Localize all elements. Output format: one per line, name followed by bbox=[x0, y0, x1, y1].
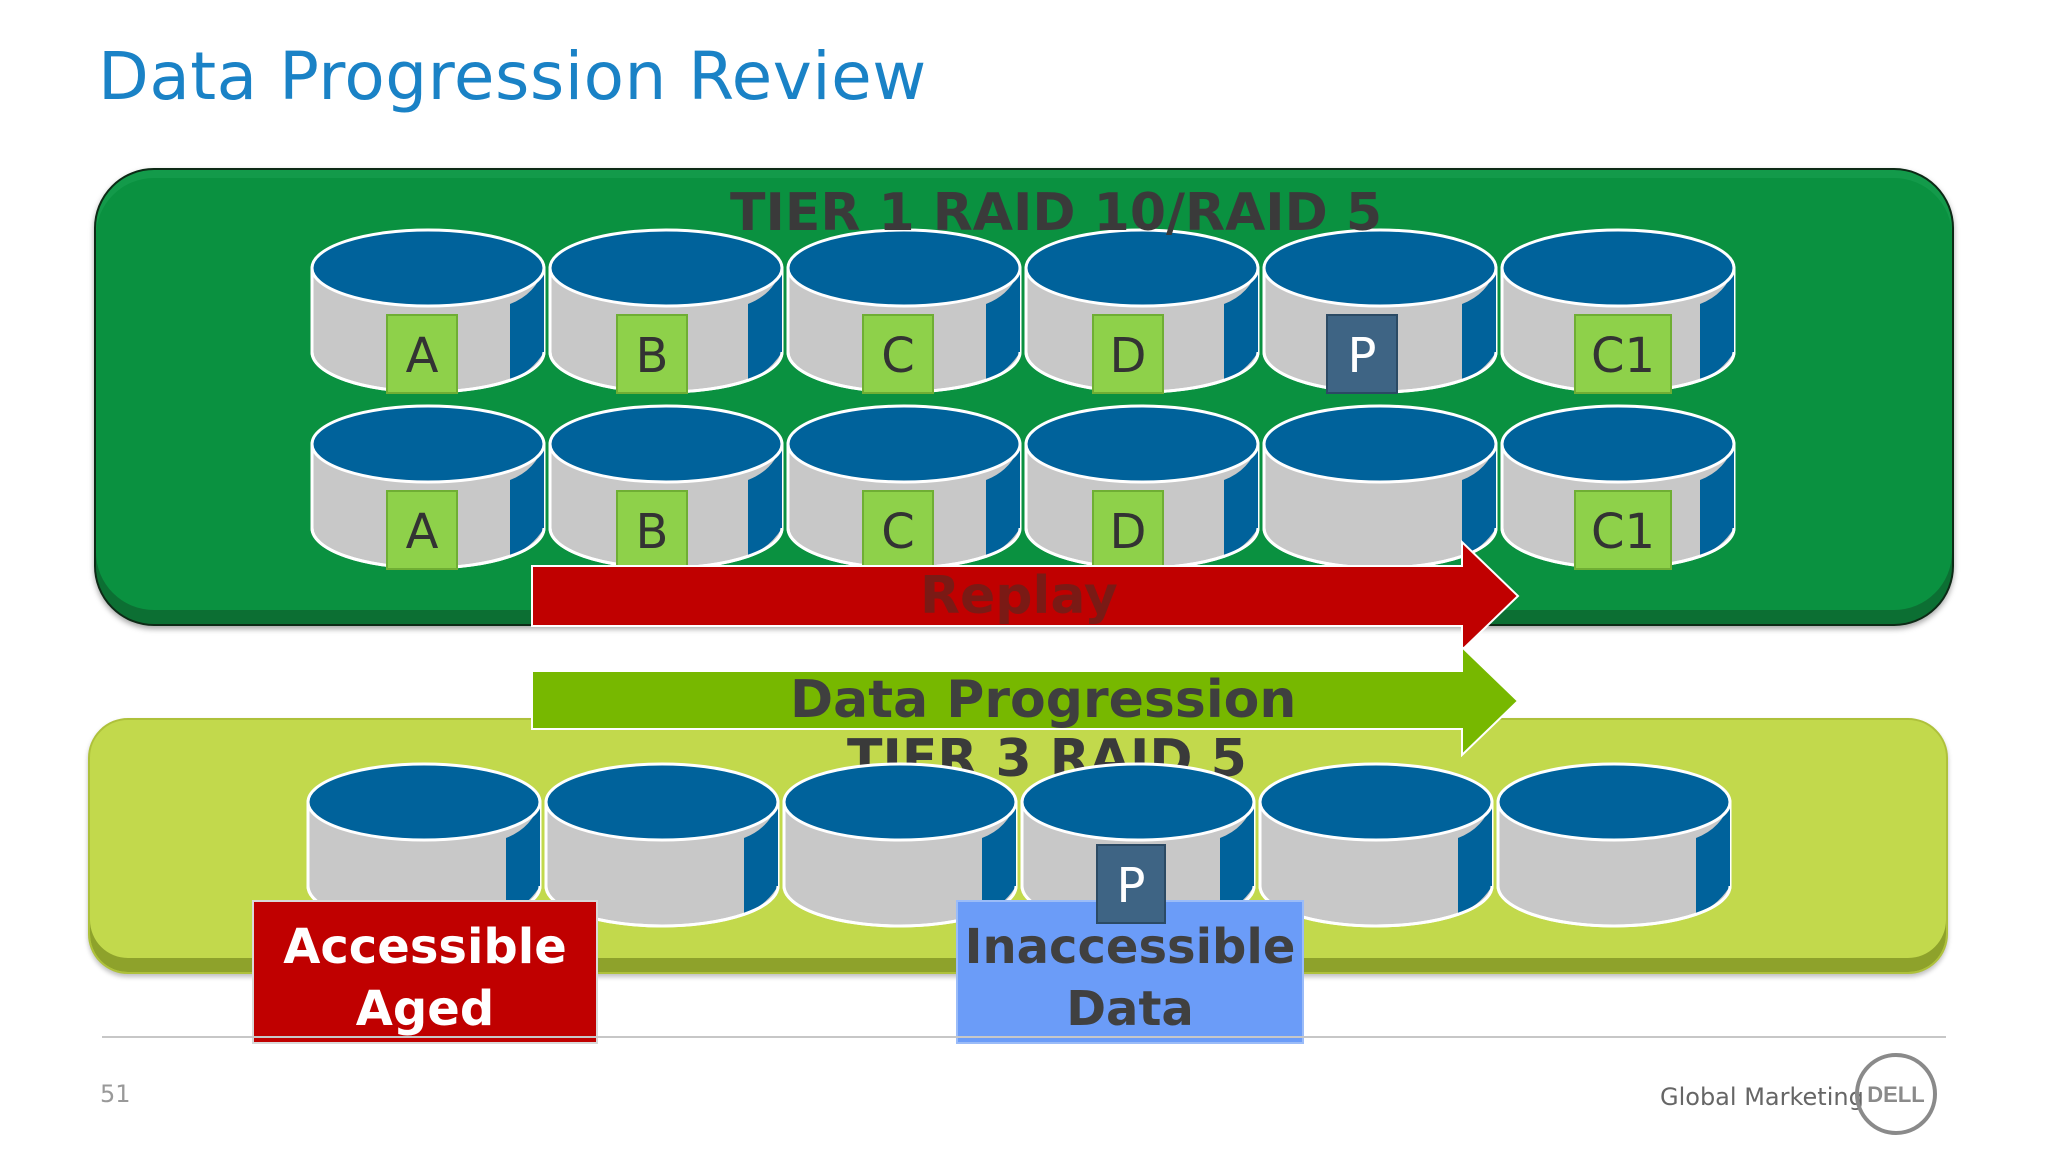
data-progression-arrow-shape bbox=[531, 645, 1520, 757]
tier1-row2-tag: C bbox=[862, 490, 934, 570]
accessible-line-2: Aged bbox=[355, 981, 495, 1037]
dell-logo-text: DELL bbox=[1867, 1082, 1924, 1107]
tier1-row1-disk bbox=[1500, 228, 1736, 398]
tier1-row1-tag: B bbox=[616, 314, 688, 394]
dell-logo: DELL bbox=[1855, 1053, 1937, 1135]
tier3-parity-tag: P bbox=[1096, 844, 1166, 924]
slide-title: Data Progression Review bbox=[98, 38, 927, 115]
tier1-row2-tag: A bbox=[386, 490, 458, 570]
replay-label: Replay bbox=[920, 566, 1118, 626]
tier1-row2-disk bbox=[1262, 404, 1498, 574]
inaccessible-line-2: Data bbox=[1066, 981, 1194, 1037]
inaccessible-line-1: Inaccessible bbox=[964, 919, 1296, 975]
tier1-row1-tag: C1 bbox=[1574, 314, 1672, 394]
accessible-line-1: Accessible bbox=[283, 919, 567, 975]
tier3-disk bbox=[782, 762, 1018, 932]
footer-rule bbox=[102, 1036, 1946, 1038]
tier1-title: TIER 1 RAID 10/RAID 5 bbox=[730, 183, 1383, 243]
page-number: 51 bbox=[100, 1080, 131, 1108]
replay-arrow bbox=[531, 540, 1520, 650]
tier3-disk bbox=[544, 762, 780, 932]
tier1-row1-tag: A bbox=[386, 314, 458, 394]
footer-brand: Global Marketing bbox=[1660, 1083, 1864, 1111]
inaccessible-data-callout: Inaccessible Data bbox=[956, 900, 1304, 1044]
tier1-row1-tag: D bbox=[1092, 314, 1164, 394]
tier3-disk bbox=[1496, 762, 1732, 932]
data-progression-arrow bbox=[531, 645, 1520, 757]
tier1-parity-tag: P bbox=[1326, 314, 1398, 394]
data-progression-label: Data Progression bbox=[790, 670, 1297, 730]
tier1-row2-tag: D bbox=[1092, 490, 1164, 570]
accessible-aged-callout: Accessible Aged bbox=[252, 900, 598, 1044]
tier3-disk bbox=[1258, 762, 1494, 932]
replay-arrow-shape bbox=[531, 540, 1520, 650]
tier1-row2-tag: C1 bbox=[1574, 490, 1672, 570]
tier1-row1-tag: C bbox=[862, 314, 934, 394]
